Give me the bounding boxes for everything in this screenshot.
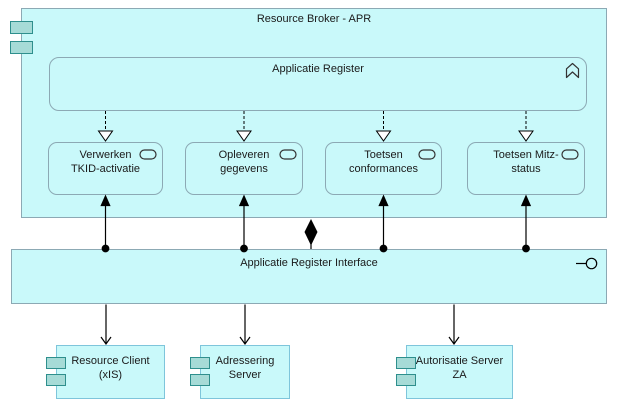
service-toetsen-conformances[interactable]: Toetsen conformances (325, 142, 442, 195)
resource-client-component[interactable]: Resource Client (xIS) (56, 345, 165, 399)
serving-connectors (100, 304, 460, 346)
pill-service-icon (418, 149, 436, 160)
component-icon (46, 357, 66, 369)
open-arrowhead (239, 336, 251, 346)
component-label: ZA (452, 369, 467, 381)
component-icon (190, 357, 210, 369)
service-label: gegevens (220, 162, 268, 175)
applicatie-register-label: Applicatie Register (272, 63, 364, 75)
pill-service-icon (561, 149, 579, 160)
component-label: (xIS) (98, 369, 123, 381)
component-label: Server (228, 369, 262, 381)
service-label: Opleveren (218, 149, 270, 161)
service-verwerken-tkid-activatie[interactable]: Verwerken TKID-activatie (48, 142, 163, 195)
service-label: TKID-activatie (70, 162, 141, 175)
service-label: conformances (348, 162, 419, 175)
component-label: Adressering (215, 355, 275, 367)
component-label: Autorisatie Server (415, 355, 504, 367)
component-icon (46, 374, 66, 386)
service-toetsen-mitz-status[interactable]: Toetsen Mitz- status (467, 142, 585, 195)
open-arrowhead (100, 336, 112, 346)
pill-service-icon (279, 149, 297, 160)
composition-connector (304, 219, 318, 249)
service-opleveren-gegevens[interactable]: Opleveren gegevens (185, 142, 303, 195)
resource-broker-title: Resource Broker - APR (256, 13, 372, 25)
service-label: Toetsen (364, 149, 403, 161)
component-icon (396, 357, 416, 369)
service-label: Toetsen Mitz- (493, 149, 559, 161)
component-icon (10, 21, 33, 34)
autorisatie-server-component[interactable]: Autorisatie Server ZA (406, 345, 513, 399)
applicatie-register-interface[interactable]: Applicatie Register Interface (11, 249, 607, 304)
component-icon (396, 374, 416, 386)
filled-diamond (304, 219, 318, 246)
interface-label: Applicatie Register Interface (240, 257, 378, 269)
component-icon (10, 41, 33, 54)
service-label: Verwerken (79, 149, 132, 161)
pill-service-icon (139, 149, 157, 160)
service-label: status (511, 162, 541, 175)
open-arrowhead (448, 336, 460, 346)
component-label: Resource Client (71, 355, 150, 367)
applicatie-register-function[interactable]: Applicatie Register (49, 57, 587, 111)
chevron-up-function-icon (565, 62, 580, 79)
component-icon (190, 374, 210, 386)
adressering-server-component[interactable]: Adressering Server (200, 345, 290, 399)
